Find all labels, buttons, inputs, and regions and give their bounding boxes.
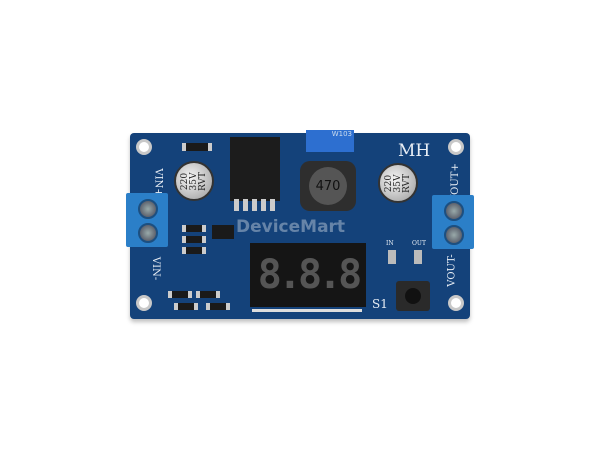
watermark: DeviceMart: [236, 217, 346, 237]
mounting-hole: [136, 295, 152, 311]
display-digits: 8.8.8: [257, 252, 362, 298]
smd-resistor: [182, 225, 206, 232]
display-edge: [252, 309, 362, 312]
led-out-label: OUT: [412, 240, 426, 247]
potentiometer[interactable]: W103: [306, 130, 354, 152]
board-label: MH: [398, 141, 431, 161]
smd-resistor: [196, 291, 220, 298]
transistor: [212, 225, 234, 239]
inductor: 470: [300, 161, 356, 211]
push-button-s1[interactable]: [396, 281, 430, 311]
led-in: [388, 250, 396, 264]
smd-resistor: [182, 247, 206, 254]
switch-label: S1: [372, 297, 388, 311]
smd-resistor: [182, 236, 206, 243]
inductor-label: 470: [309, 167, 347, 205]
dc-dc-converter-board: MH VIN+ VIN- VOUT+ VOUT- 220 35V RVT 220…: [126, 130, 474, 319]
seven-segment-display: 8.8.8: [250, 243, 366, 307]
screw-icon: [444, 201, 464, 221]
mounting-hole: [136, 139, 152, 155]
capacitor-right: 220 35V RVT: [378, 163, 418, 203]
output-terminal-block: [432, 195, 474, 249]
smd-component: [182, 143, 212, 151]
smd-resistor: [168, 291, 192, 298]
vin-minus-label: VIN-: [150, 256, 162, 281]
led-out: [414, 250, 422, 264]
regulator-ic: [230, 137, 280, 201]
capacitor-left: 220 35V RVT: [174, 161, 214, 201]
vout-minus-label: VOUT-: [446, 254, 458, 287]
ic-pins: [234, 199, 276, 211]
led-in-label: IN: [386, 240, 394, 247]
screw-icon: [444, 225, 464, 245]
smd-resistor: [206, 303, 230, 310]
mounting-hole: [448, 139, 464, 155]
mounting-hole: [448, 295, 464, 311]
screw-icon: [138, 223, 158, 243]
input-terminal-block: [126, 193, 168, 247]
screw-icon: [138, 199, 158, 219]
smd-resistor: [174, 303, 198, 310]
